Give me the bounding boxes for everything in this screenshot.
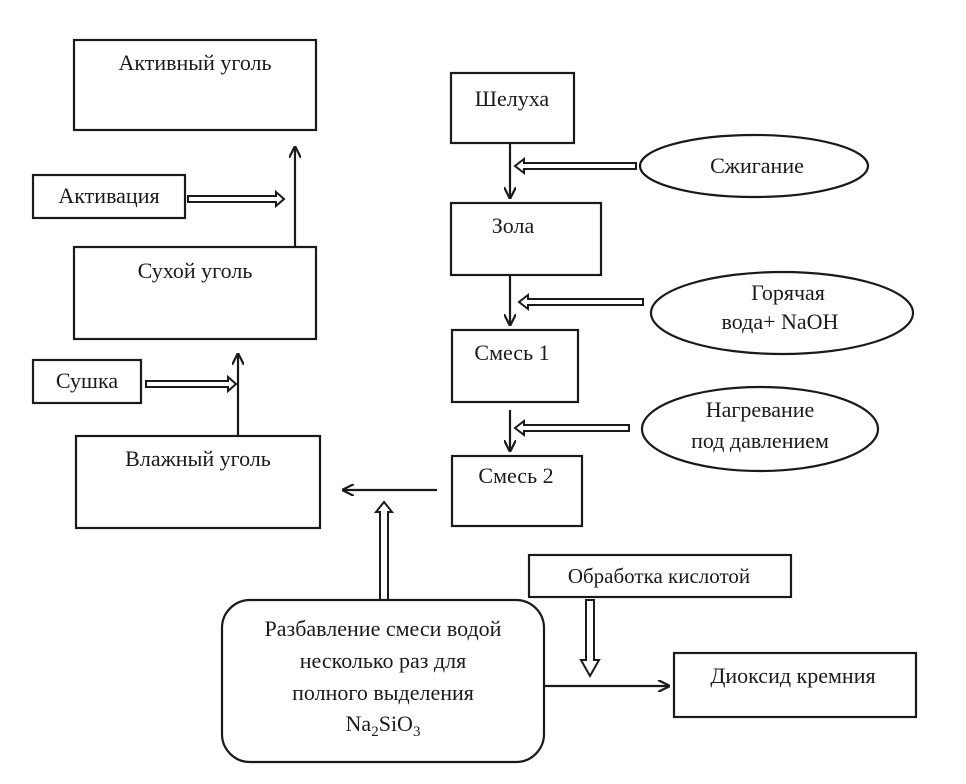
- arrow-dilution-up: [373, 500, 395, 601]
- hot-water-label-line2: вода+ NaOH: [722, 309, 839, 334]
- active-carbon-label: Активный уголь: [118, 50, 271, 75]
- active-carbon-node: Активный уголь: [72, 38, 318, 132]
- heating-label-line1: Нагревание: [706, 397, 815, 422]
- silica-node: Диоксид кремния: [672, 651, 918, 719]
- dilution-label-line3: полного выделения: [292, 680, 474, 705]
- wet-carbon-label: Влажный уголь: [125, 446, 271, 471]
- drying-label: Сушка: [56, 368, 118, 393]
- heating-label-line2: под давлением: [691, 428, 829, 453]
- acid-treatment-label: Обработка кислотой: [568, 564, 750, 588]
- husk-node: Шелуха: [449, 71, 576, 145]
- arrow-burning: [513, 156, 637, 176]
- na2sio3-subscript2: 3: [413, 724, 421, 740]
- mixture1-label: Смесь 1: [474, 340, 549, 365]
- mixture2-label: Смесь 2: [478, 463, 553, 488]
- arrow-acid-down: [579, 599, 601, 679]
- burning-node: Сжигание: [638, 133, 870, 199]
- hot-water-node: Горячая вода+ NaOH: [649, 270, 915, 356]
- acid-treatment-node: Обработка кислотой: [527, 553, 793, 599]
- ash-label: Зола: [492, 213, 535, 238]
- dry-carbon-node: Сухой уголь: [72, 245, 318, 341]
- burning-label: Сжигание: [710, 153, 804, 178]
- na2sio3-formula: Na2SiO3: [346, 711, 421, 740]
- mixture1-node: Смесь 1: [450, 328, 580, 404]
- na2sio3-part2: SiO: [379, 711, 413, 736]
- arrow-drying: [145, 374, 238, 394]
- activation-label: Активация: [58, 183, 159, 208]
- dilution-node: Разбавление смеси водой несколько раз дл…: [220, 598, 546, 764]
- activation-node: Активация: [31, 173, 187, 220]
- silica-label: Диоксид кремния: [710, 663, 875, 688]
- drying-node: Сушка: [31, 358, 143, 405]
- arrow-hot-water: [517, 292, 644, 312]
- heating-node: Нагревание под давлением: [640, 385, 880, 473]
- na2sio3-subscript1: 2: [371, 724, 379, 740]
- ash-node: Зола: [449, 201, 603, 277]
- husk-label: Шелуха: [475, 86, 550, 111]
- wet-carbon-node: Влажный уголь: [74, 434, 322, 530]
- hot-water-label-line1: Горячая: [751, 280, 825, 305]
- dry-carbon-label: Сухой уголь: [138, 258, 253, 283]
- arrow-heating: [513, 418, 630, 438]
- arrow-activation: [187, 189, 286, 209]
- dilution-label-line2: несколько раз для: [300, 648, 466, 673]
- na2sio3-part1: Na: [346, 711, 372, 736]
- dilution-label-line1: Разбавление смеси водой: [265, 616, 502, 641]
- mixture2-node: Смесь 2: [450, 454, 584, 528]
